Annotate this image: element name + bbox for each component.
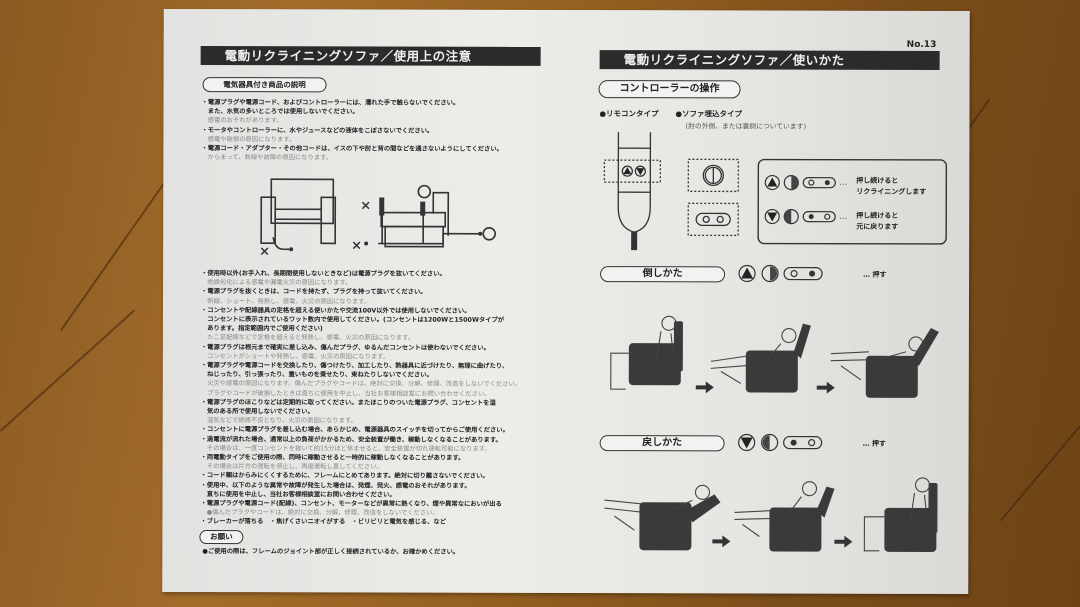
return-title: 戻しかた [599,435,725,452]
right-page-header: 電動リクライニングソファ／使いかた [599,50,940,70]
builtin-type-label: ●ソファ埋込タイプ [675,109,743,119]
svg-text:…: … [839,212,847,221]
note: ・ブレーカーが落ちる ・焦げくさいニオイがする ・ビリビリと電気を感じる、など [200,518,447,527]
note: ・電源プラグのほこりなどは定期的に取ってください。またほこりのついた電源プラグ、… [200,398,496,425]
wood-grain-line [1000,405,1080,522]
note: ・電源プラグや電源コードを交換したり、傷つけたり、加工したり、熱器具に近づけたり… [200,362,522,398]
return-press-label: … 押す [862,439,887,448]
return-button-icons [738,433,823,452]
note: ・電源プラグや電源コード(配線)、コンセント、モーターなどが異常に熱くなり、煙や… [200,500,502,517]
notes-top: ・電源プラグや電源コード、およびコントローラーには、濡れた手で触らないでください… [201,98,503,163]
recline-sequence-illustration [610,315,939,398]
wood-grain-line [0,309,136,432]
remote-type-label: ●リモコンタイプ [599,109,659,119]
cord-routing-diagram: × × × [259,178,496,259]
notes-main: ・使用時以外(お手入れ、長期間使用しないときなど)は電源プラグを抜いてください。… [200,269,521,528]
arrow-icon [712,535,731,548]
return-sequence-illustration [604,477,938,552]
note: ・両電動タイプをご使用の際、同時に稼動させると一時的に稼動しなくなることがありま… [200,454,465,471]
note: ・コンセントに電源プラグを差し込む場合、あらかじめ、電源器具のスイッチを切ってか… [200,426,509,435]
note: ・コンセントや配線器具の定格を超える使いかたや交流100V以外では使用しないでく… [200,306,505,343]
section-title-controller: コントローラーの操作 [598,80,741,99]
page-number: No.13 [906,39,937,50]
note: ・電源プラグは根元まで確実に差し込み、傷んだプラグ、ゆるんだコンセントは使わない… [200,343,490,361]
ng-mark: × [351,238,362,253]
recline-title: 倒しかた [600,266,726,283]
note: ・コード類はからみにくくするために、フレームにとめてあります。絶対に切り離さない… [200,472,489,481]
note-3: ・電源コード・アダプター・その他コードは、イスの下や肘と背の間などを通さないよう… [201,145,503,162]
svg-text:…: … [839,178,847,187]
section-title-electrical: 電気器具付き商品の説明 [202,77,327,93]
button-legend-box: …… [757,158,948,245]
arrow-icon [695,381,714,394]
note: ・電源プラグを抜くときは、コードを持たず、プラグを持って抜いてください。 断線、… [200,288,427,306]
remote-controller-illustration [603,132,740,251]
left-page-header: 電動リクライニングソファ／使用上の注意 [200,46,541,66]
note: ・使用時以外(お手入れ、長期間使用しないときなど)は電源プラグを抜いてください。… [201,270,446,287]
note: ・使用中、以下のような異常や故障が発生した場合は、発煙、発火、感電のおそれがあり… [200,481,471,499]
recline-press-label: … 押す [863,270,887,279]
legend-recline-action: 押し続けると [856,176,899,185]
legend-return-action: 押し続けると [856,211,899,220]
recline-button-icons [738,264,823,283]
arrow-icon [834,535,853,548]
request-text: ●ご使用の際は、フレームのジョイント部が正しく接続されているか、お確かめください… [202,548,460,556]
arrow-icon [816,381,835,394]
instruction-sheet: 電動リクライニングソファ／使用上の注意 電気器具付き商品の説明 ・電源プラグや電… [162,8,970,595]
legend-return-result: 元に戻ります [856,222,899,231]
note-2: ・モータやコントローラーに、水やジュースなどの液体をこぼさないでください。 感電… [201,126,434,144]
ng-mark: × [360,198,371,213]
request-title: お願い [199,530,244,545]
legend-recline-result: リクライニングします [856,187,927,196]
builtin-note: (肘の外側、または裏側についています) [685,122,807,131]
ng-mark: × [259,244,270,259]
note-1: ・電源プラグや電源コード、およびコントローラーには、濡れた手で触らないでください… [201,99,460,125]
note: ・過電流が流れた場合、通常以上の負荷がかかるため、安全装置が働き、稼動しなくなる… [200,435,502,453]
